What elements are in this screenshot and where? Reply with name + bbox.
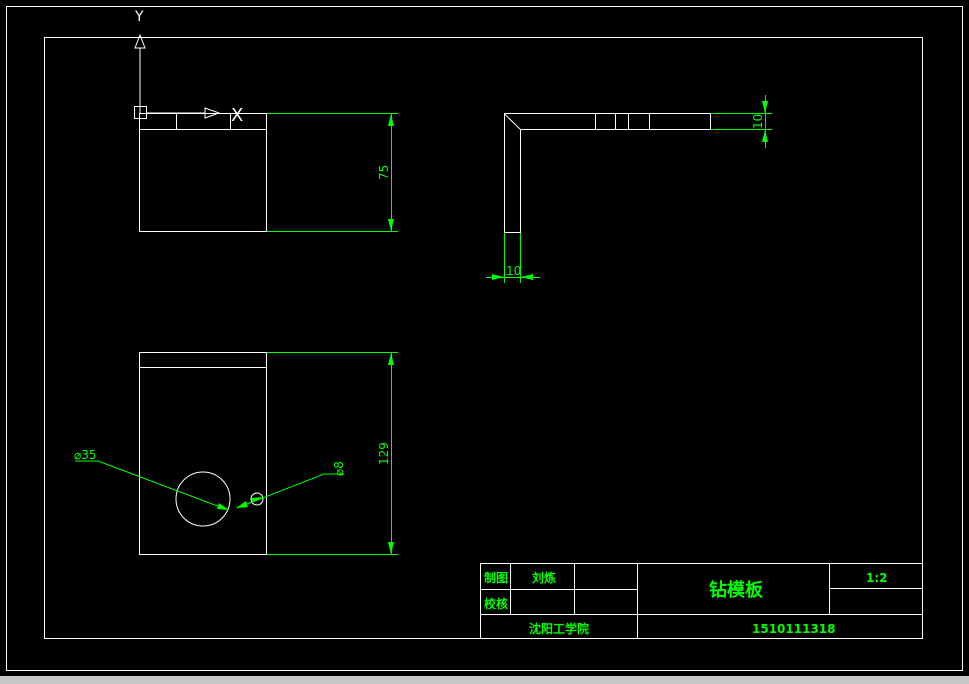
drawn-by-name: 刘炼 xyxy=(532,570,556,585)
scale-value: 1:2 xyxy=(866,571,888,585)
dimension-129: 129 xyxy=(267,352,398,555)
school-name: 沈阳工学院 xyxy=(529,621,589,636)
checked-by-label: 校核 xyxy=(484,596,508,611)
ucs-y-label: Y xyxy=(134,9,144,25)
dimension-10-horizontal: 10 xyxy=(486,233,540,283)
status-strip xyxy=(0,676,969,684)
side-view xyxy=(503,113,711,233)
student-id: 1510111318 xyxy=(752,622,836,636)
leader-diameter-35: ⌀35 xyxy=(74,448,229,511)
dim-text-10-vertical: 10 xyxy=(751,114,765,129)
title-block: 制图 刘炼 校核 钻模板 1:2 沈阳工学院 1510111318 xyxy=(480,563,923,639)
dim-text-129: 129 xyxy=(377,442,391,465)
front-view xyxy=(139,352,267,555)
dim-text-diameter-8: ⌀8 xyxy=(332,461,346,476)
top-view xyxy=(139,113,267,232)
part-name: 钻模板 xyxy=(709,579,764,601)
small-hole-circle xyxy=(250,492,264,506)
large-hole-circle xyxy=(175,471,231,527)
ucs-x-label: X xyxy=(231,105,243,126)
dim-text-75: 75 xyxy=(377,165,391,180)
outer-frame xyxy=(6,6,963,671)
dimension-10-vertical: 10 xyxy=(711,95,772,148)
dim-text-diameter-35: ⌀35 xyxy=(74,448,97,462)
leader-diameter-8: ⌀8 xyxy=(236,461,346,509)
dim-text-10-horizontal: 10 xyxy=(506,264,521,278)
ucs-icon: Y X xyxy=(134,9,243,126)
drawn-by-label: 制图 xyxy=(484,570,508,585)
dimension-75: 75 xyxy=(267,113,398,232)
